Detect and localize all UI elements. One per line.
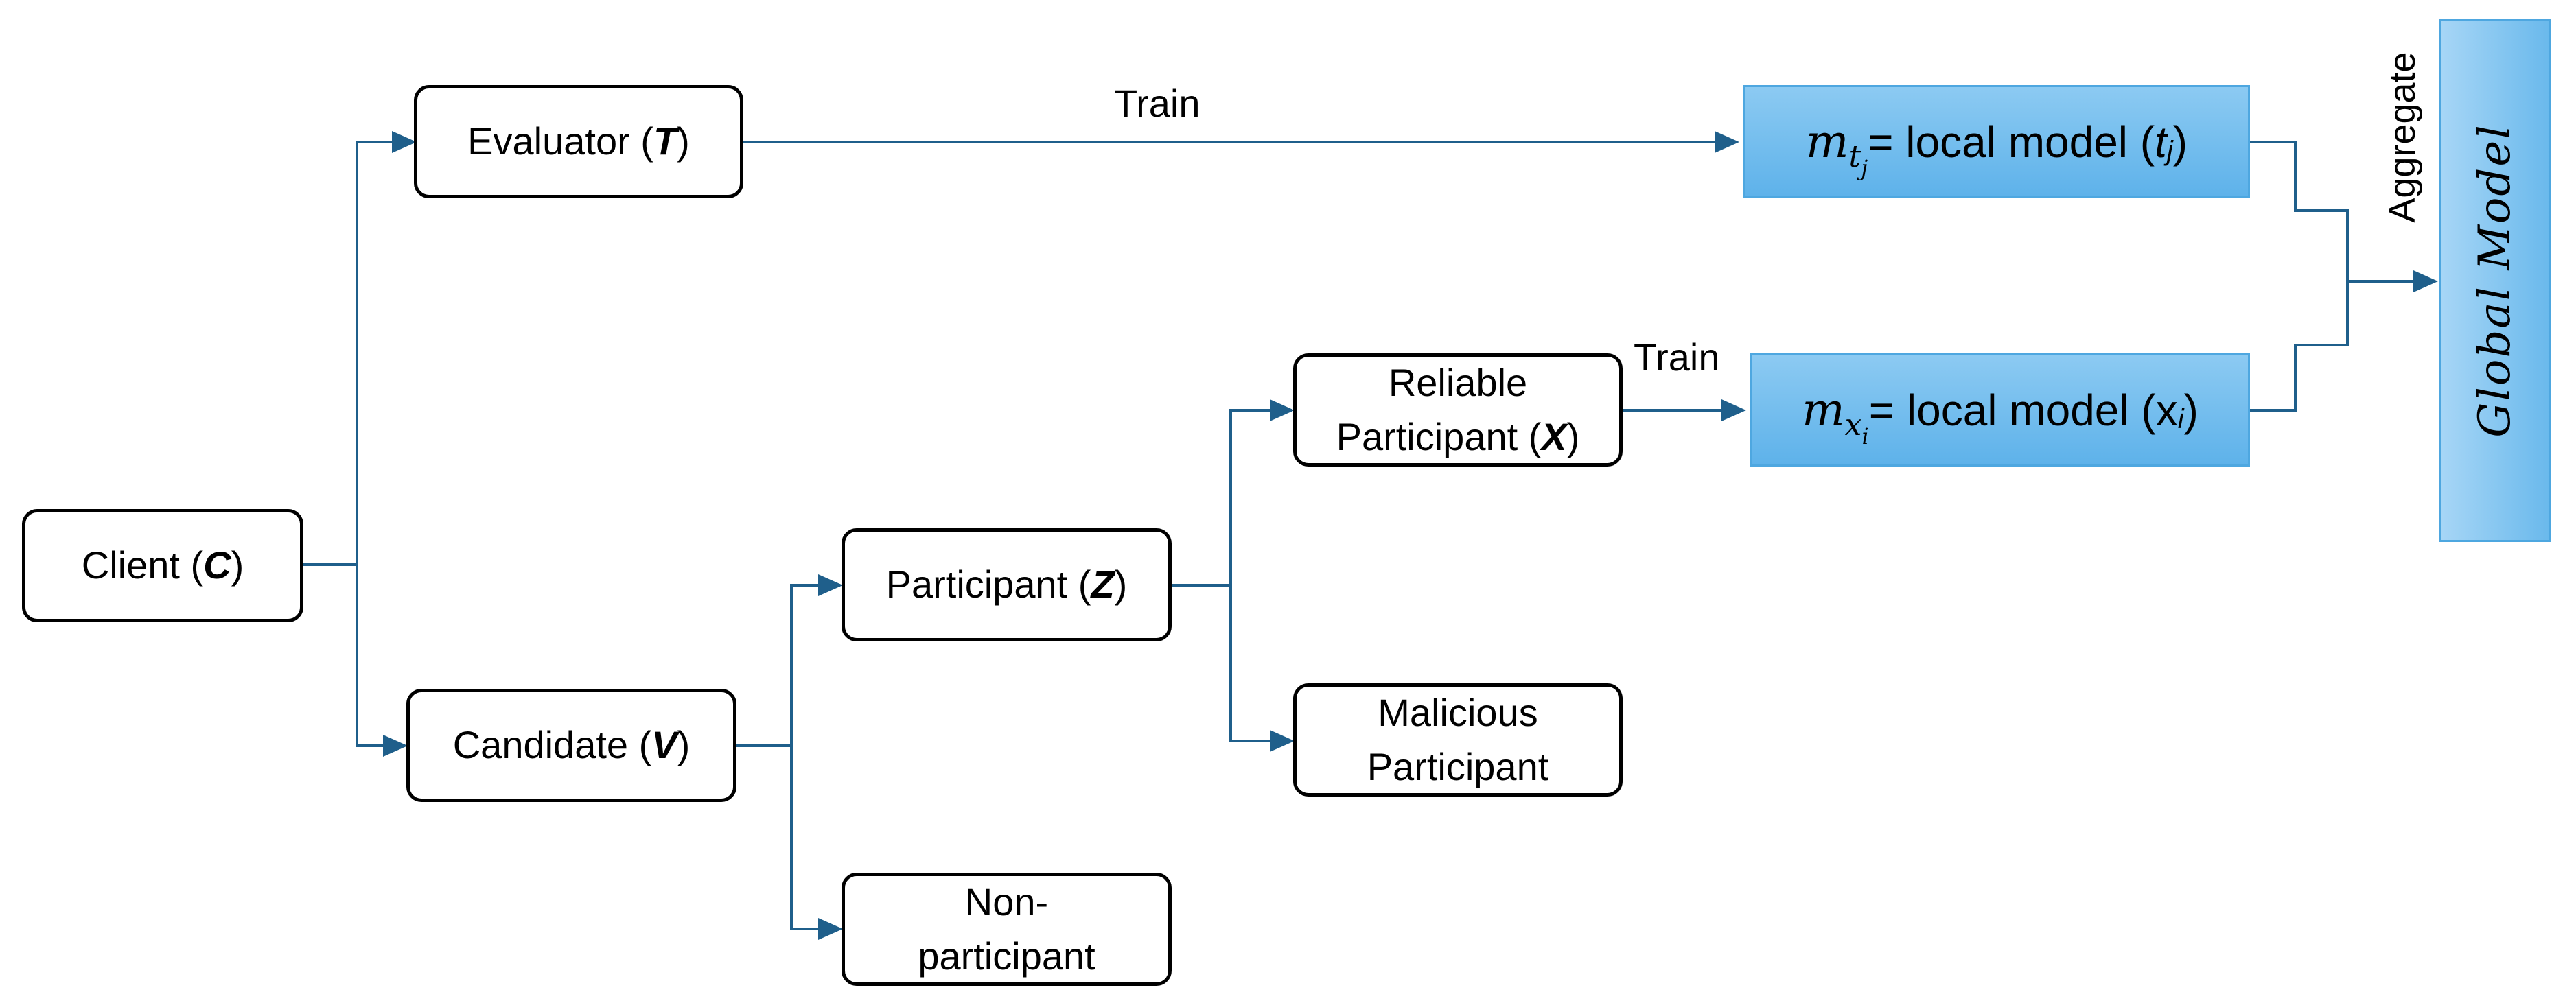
participant-label: Participant ( bbox=[885, 563, 1091, 606]
malicious-line2: Participant bbox=[1367, 744, 1549, 788]
train-label-middle: Train bbox=[1634, 335, 1720, 379]
client-symbol: C bbox=[203, 543, 231, 587]
teacher-model-argsub: j bbox=[2166, 136, 2173, 166]
participant-symbol: Z bbox=[1091, 563, 1115, 606]
candidate-label: Candidate ( bbox=[452, 723, 652, 767]
evaluator-label: Evaluator ( bbox=[467, 119, 653, 163]
teacher-model-symbol: m bbox=[1805, 115, 1849, 168]
nonparticipant-line1: Non- bbox=[964, 880, 1049, 924]
participant-model-close: ) bbox=[2183, 385, 2198, 435]
reliable-line2: Participant ( bbox=[1336, 414, 1542, 458]
edge-participant-reliable bbox=[1170, 399, 1295, 587]
teacher-model-close: ) bbox=[2172, 117, 2188, 167]
evaluator-close: ) bbox=[677, 119, 690, 163]
client-label: Client ( bbox=[81, 543, 204, 587]
edge-candidate-nonparticipant bbox=[790, 746, 843, 940]
participant-model-subsub: i bbox=[1861, 423, 1869, 449]
edge-candidate-participant bbox=[736, 574, 843, 747]
reliable-symbol: X bbox=[1541, 414, 1567, 458]
malicious-line1: Malicious bbox=[1378, 691, 1538, 735]
participant-model-text: = local model (x bbox=[1868, 385, 2178, 435]
teacher-model-text: = local model ( bbox=[1868, 117, 2155, 167]
candidate-symbol: V bbox=[651, 723, 677, 767]
edge-client-candidate bbox=[356, 565, 408, 757]
edge-participant-malicious bbox=[1229, 585, 1295, 752]
participant-model-argsub: i bbox=[2177, 404, 2184, 434]
participant-model-sub: x bbox=[1844, 408, 1862, 442]
participant-model-symbol: m bbox=[1802, 384, 1845, 436]
evaluator-symbol: T bbox=[653, 119, 677, 163]
reliable-close: ) bbox=[1566, 414, 1580, 458]
candidate-close: ) bbox=[677, 723, 691, 767]
teacher-model-subsub: j bbox=[1861, 154, 1868, 181]
edge-aggregate-top bbox=[2249, 141, 2349, 281]
candidate-node: Candidate (V) bbox=[406, 689, 736, 802]
reliable-line1: Reliable bbox=[1388, 361, 1528, 405]
teacher-model-arg: t bbox=[2155, 117, 2167, 167]
edge-aggregate-bottom bbox=[2249, 281, 2349, 412]
participant-node: Participant (Z) bbox=[842, 528, 1172, 641]
global-model-box: Global Model bbox=[2439, 19, 2551, 542]
client-node: Client (C) bbox=[22, 509, 303, 622]
train-label-top: Train bbox=[1114, 82, 1200, 125]
evaluator-node: Evaluator (T) bbox=[414, 85, 743, 198]
nonparticipant-line2: participant bbox=[918, 934, 1095, 978]
participant-close: ) bbox=[1114, 563, 1128, 606]
teacher-model-sub: t bbox=[1848, 139, 1861, 174]
aggregate-label: Aggregate bbox=[2382, 51, 2423, 223]
client-close: ) bbox=[231, 543, 244, 587]
nonparticipant-node: Non-participant bbox=[842, 873, 1172, 986]
edge-client-evaluator bbox=[302, 131, 417, 566]
global-model-label: Global Model bbox=[2470, 123, 2520, 438]
